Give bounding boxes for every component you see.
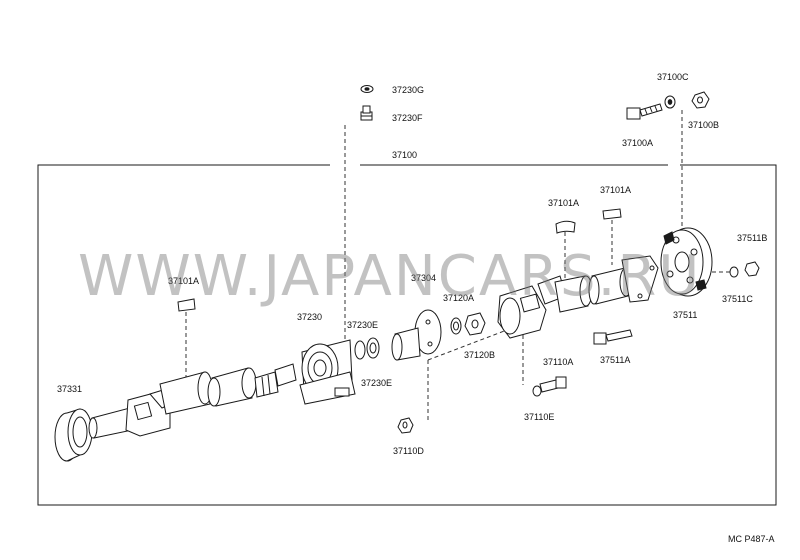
label-37304: 37304 [411,273,437,283]
leader-lines [186,110,735,420]
label-37511: 37511 [673,310,698,320]
center-bearing-37230-icon [300,340,355,404]
nut-37230g-icon [361,86,373,93]
nut-37100b-icon [692,92,709,108]
label-37110e: 37110E [524,412,555,422]
nut-37110d-icon [398,418,413,433]
label-37331: 37331 [57,384,83,394]
flange-37304-icon [392,310,441,360]
label-37100a: 37100A [622,138,654,148]
label-37511c: 37511C [722,294,753,304]
label-37100b: 37100B [688,120,720,130]
clip-37101a-left-icon [178,299,195,311]
coupling-disc-37511-icon [661,228,712,296]
bolt-37110a-icon [540,377,566,392]
label-37230g: 37230G [392,85,425,95]
label-37101a-right: 37101A [600,185,632,195]
label-37230: 37230 [297,312,323,322]
label-37230e-bottom: 37230E [361,378,393,388]
washer-37120a-icon [451,318,461,334]
label-37230e-top: 37230E [347,320,379,330]
figure-code: MC P487-A [728,534,775,544]
seal-37331-icon [55,409,92,461]
nut-37120b-icon [465,313,485,335]
label-37120a: 37120A [443,293,475,303]
label-37120b: 37120B [464,350,496,360]
washer-37110e-icon [533,386,541,396]
washer-37100c-icon [665,96,675,108]
label-37100c: 37100C [657,72,689,82]
label-37101a-left: 37101A [168,276,200,286]
label-37110d: 37110D [393,446,424,456]
rear-shaft-icon [498,256,658,338]
label-37230f: 37230F [392,113,423,123]
clip-37101a-right-icon [603,209,621,219]
clip-37101a-mid-icon [556,221,575,233]
front-shaft-icon [89,364,296,438]
nut-37511b-icon [745,262,759,276]
washer-37511c-icon [730,267,738,277]
label-37511a: 37511A [600,355,631,365]
bolt-37511a-icon [594,330,632,344]
washer-37230e-a-icon [355,341,365,359]
bolt-37100a-icon [627,104,662,119]
label-37100: 37100 [392,150,418,160]
assembly-frame [38,165,776,505]
label-37101a-mid: 37101A [548,198,580,208]
bolt-37230f-icon [361,106,372,120]
label-37110a: 37110A [543,357,574,367]
label-37511b: 37511B [737,233,768,243]
washer-37230e-b-icon [367,338,379,358]
